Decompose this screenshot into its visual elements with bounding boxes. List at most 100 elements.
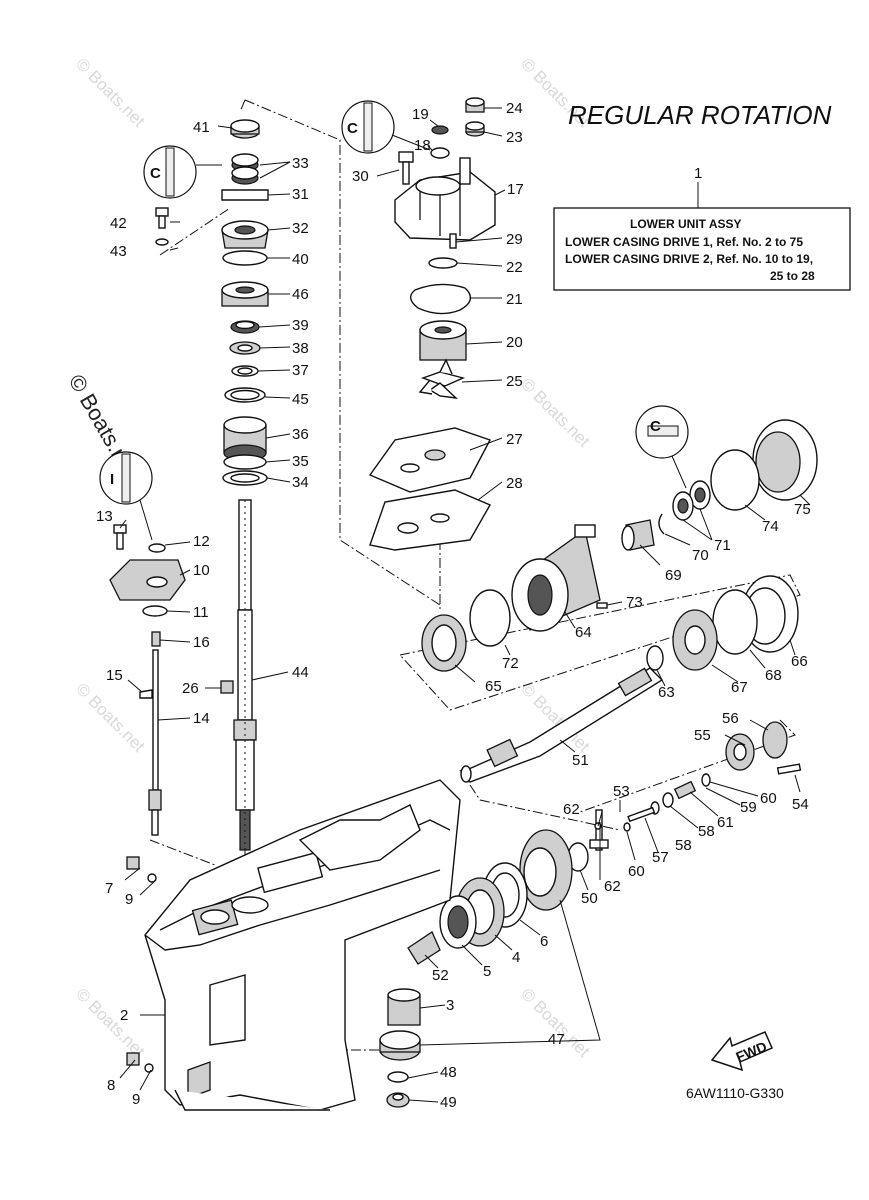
callout-39: 39 bbox=[292, 317, 309, 334]
callout-24: 24 bbox=[506, 100, 523, 117]
assembly-line-2: LOWER CASING DRIVE 2, Ref. No. 10 to 19, bbox=[565, 252, 813, 266]
callout-54: 54 bbox=[792, 796, 809, 813]
callout-29: 29 bbox=[506, 231, 523, 248]
callout-67: 67 bbox=[731, 679, 748, 696]
callout-62: 62 bbox=[563, 801, 580, 818]
icon-letter: I bbox=[110, 471, 114, 488]
assembly-line-3: 25 to 28 bbox=[770, 269, 815, 283]
bolt-42 bbox=[155, 207, 169, 246]
callout-3: 3 bbox=[446, 997, 454, 1014]
callout-71: 71 bbox=[714, 537, 731, 554]
callout-74: 74 bbox=[762, 518, 779, 535]
lower-casing bbox=[144, 779, 461, 1111]
icon-letter: C bbox=[347, 120, 358, 137]
icon-letter: C bbox=[650, 418, 661, 435]
callout-72: 72 bbox=[502, 655, 519, 672]
callout-70: 70 bbox=[692, 547, 709, 564]
callout-18: 18 bbox=[414, 137, 431, 154]
callout-30: 30 bbox=[352, 168, 369, 185]
watermark: © Boats.net bbox=[517, 984, 594, 1061]
callout-1: 1 bbox=[694, 165, 702, 182]
callout-26: 26 bbox=[182, 680, 199, 697]
callout-numbers: 41 33 31 42 43 32 40 46 39 38 37 45 36 3… bbox=[96, 100, 811, 1111]
callout-61: 61 bbox=[717, 814, 734, 831]
callout-57: 57 bbox=[652, 849, 669, 866]
shift-rod-group bbox=[109, 524, 234, 836]
callout-7: 7 bbox=[105, 880, 113, 897]
callout-60: 60 bbox=[760, 790, 777, 807]
callout-32: 32 bbox=[292, 220, 309, 237]
callout-12: 12 bbox=[193, 533, 210, 550]
callout-16: 16 bbox=[193, 634, 210, 651]
callout-69: 69 bbox=[665, 567, 682, 584]
callout-10: 10 bbox=[193, 562, 210, 579]
fwd-arrow-icon: FWD bbox=[710, 1031, 773, 1072]
icon-letter: C bbox=[150, 165, 161, 182]
casing-bolts bbox=[126, 856, 157, 1073]
water-pump-group bbox=[368, 97, 496, 551]
callout-20: 20 bbox=[506, 334, 523, 351]
diagram-title: REGULAR ROTATION bbox=[568, 100, 832, 130]
callout-33: 33 bbox=[292, 155, 309, 172]
assembly-line-1: LOWER CASING DRIVE 1, Ref. No. 2 to 75 bbox=[565, 235, 803, 249]
callout-27: 27 bbox=[506, 431, 523, 448]
assembly-heading: LOWER UNIT ASSY bbox=[630, 217, 742, 231]
callout-44: 44 bbox=[292, 664, 309, 681]
callout-9b: 9 bbox=[132, 1091, 140, 1108]
callout-62b: 62 bbox=[604, 878, 621, 895]
callout-13: 13 bbox=[96, 508, 113, 525]
callout-36: 36 bbox=[292, 426, 309, 443]
callout-2: 2 bbox=[120, 1007, 128, 1024]
callout-11: 11 bbox=[193, 604, 209, 621]
callout-14: 14 bbox=[193, 710, 210, 727]
lubricant-icon-d: C bbox=[635, 405, 689, 489]
leader-lines bbox=[119, 107, 811, 1103]
callout-28: 28 bbox=[506, 475, 523, 492]
callout-35: 35 bbox=[292, 453, 309, 470]
callout-59: 59 bbox=[740, 799, 757, 816]
callout-48: 48 bbox=[440, 1064, 457, 1081]
callout-53: 53 bbox=[613, 783, 630, 800]
watermark: © Boats.net bbox=[517, 374, 594, 451]
callout-42: 42 bbox=[110, 215, 127, 232]
callout-25: 25 bbox=[506, 373, 523, 390]
callout-19: 19 bbox=[412, 106, 429, 123]
fwd-label: FWD bbox=[734, 1038, 770, 1065]
lubricant-icon-b: C bbox=[143, 145, 222, 199]
watermark: © Boats.net bbox=[72, 984, 149, 1061]
callout-65: 65 bbox=[485, 678, 502, 695]
propeller-shaft-housing-group bbox=[421, 419, 818, 672]
callout-58b: 58 bbox=[675, 837, 692, 854]
callout-66: 66 bbox=[791, 653, 808, 670]
callout-23: 23 bbox=[506, 129, 523, 146]
assembly-info-box: 1 LOWER UNIT ASSY LOWER CASING DRIVE 1, … bbox=[553, 165, 851, 291]
callout-46: 46 bbox=[292, 286, 309, 303]
callout-73: 73 bbox=[626, 594, 643, 611]
callout-17: 17 bbox=[507, 181, 524, 198]
diagram-code: 6AW1110-G330 bbox=[686, 1085, 784, 1101]
callout-43: 43 bbox=[110, 243, 127, 260]
callout-63: 63 bbox=[658, 684, 675, 701]
lubricant-icon-c: I bbox=[99, 451, 153, 541]
callout-9: 9 bbox=[125, 891, 133, 908]
watermark: © Boats.net bbox=[72, 54, 149, 131]
callout-34: 34 bbox=[292, 474, 309, 491]
callout-49: 49 bbox=[440, 1094, 457, 1111]
callout-60b: 60 bbox=[628, 863, 645, 880]
callout-68: 68 bbox=[765, 667, 782, 684]
callout-40: 40 bbox=[292, 251, 309, 268]
lubricant-icon-a: C bbox=[341, 100, 431, 154]
callout-6: 6 bbox=[540, 933, 548, 950]
driveshaft-stack bbox=[221, 119, 269, 851]
callout-50: 50 bbox=[581, 890, 598, 907]
callout-56: 56 bbox=[722, 710, 739, 727]
callout-51: 51 bbox=[572, 752, 589, 769]
callout-45: 45 bbox=[292, 391, 309, 408]
watermark: © Boats.net bbox=[72, 679, 149, 756]
callout-52: 52 bbox=[432, 967, 449, 984]
callout-8: 8 bbox=[107, 1077, 115, 1094]
callout-64: 64 bbox=[575, 624, 592, 641]
callout-22: 22 bbox=[506, 259, 523, 276]
